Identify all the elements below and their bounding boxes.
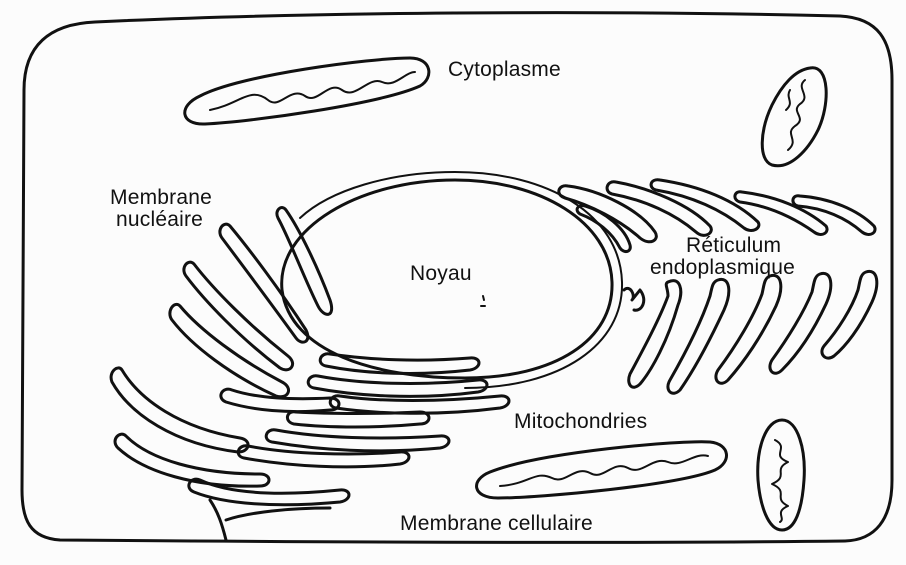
label-nuclear-membrane-line2: nucléaire xyxy=(116,208,203,231)
label-nucleus: Noyau xyxy=(410,262,472,285)
er-left xyxy=(111,208,509,505)
label-er-line2: endoplasmique xyxy=(650,256,795,279)
nucleus-dot xyxy=(481,296,485,306)
label-cytoplasm: Cytoplasme xyxy=(448,58,561,81)
label-cell-membrane: Membrane cellulaire xyxy=(400,512,593,535)
mitochondrion-bottom xyxy=(477,442,727,498)
mitochondrion-bottom-right xyxy=(758,420,805,530)
er-right-lower xyxy=(624,271,877,393)
label-er-line1: Réticulum xyxy=(686,234,781,257)
mitochondrion-top xyxy=(185,58,429,124)
label-nuclear-membrane-line1: Membrane xyxy=(110,186,212,209)
label-mitochondria: Mitochondries xyxy=(514,410,647,433)
mitochondrion-top-right xyxy=(762,68,826,166)
